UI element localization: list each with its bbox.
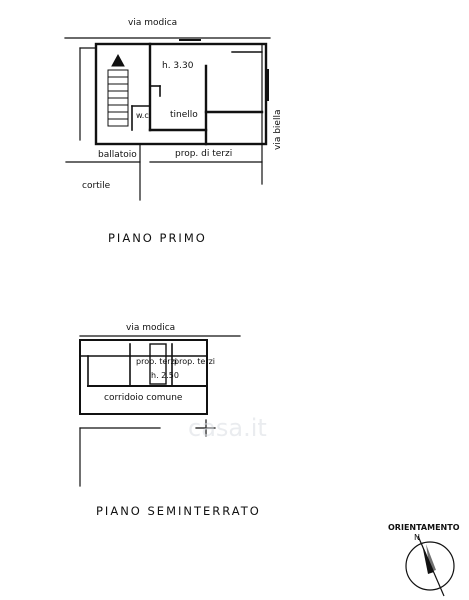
street-via-biella: via biella <box>273 110 283 150</box>
corridor-label: corridoio comune <box>104 393 183 403</box>
watermark: casa.it <box>188 414 267 442</box>
room-height-label: h. 3.30 <box>162 61 194 71</box>
floor1-plan <box>64 37 271 201</box>
ballatoio-label: ballatoio <box>98 150 137 160</box>
room-tinello-label: tinello <box>170 110 198 120</box>
floor1-labels: via modica h. 3.30 w.c. tinello ballatoi… <box>82 18 283 245</box>
room-wc-label: w.c. <box>136 111 151 120</box>
cortile-label: cortile <box>82 181 111 191</box>
cellar-left-label: prop. terzi <box>136 357 177 366</box>
basement-plan <box>79 335 241 487</box>
street-via-modica: via modica <box>128 18 177 28</box>
orientation-label: ORIENTAMENTO <box>388 523 460 532</box>
compass: ORIENTAMENTO N <box>388 523 460 597</box>
basement-labels: via modica prop. terzi prop. terzi h. 2.… <box>96 323 261 518</box>
staircase <box>107 53 129 127</box>
basement-title: PIANO SEMINTERRATO <box>96 504 261 518</box>
prop-terzi-label: prop. di terzi <box>175 149 232 159</box>
cellar-right-label: prop. terzi <box>174 357 215 366</box>
north-label: N <box>414 533 420 542</box>
street-via-modica-basement: via modica <box>126 323 175 333</box>
cellar-height-label: h. 2.50 <box>151 371 179 380</box>
floor1-title: PIANO PRIMO <box>108 231 207 245</box>
